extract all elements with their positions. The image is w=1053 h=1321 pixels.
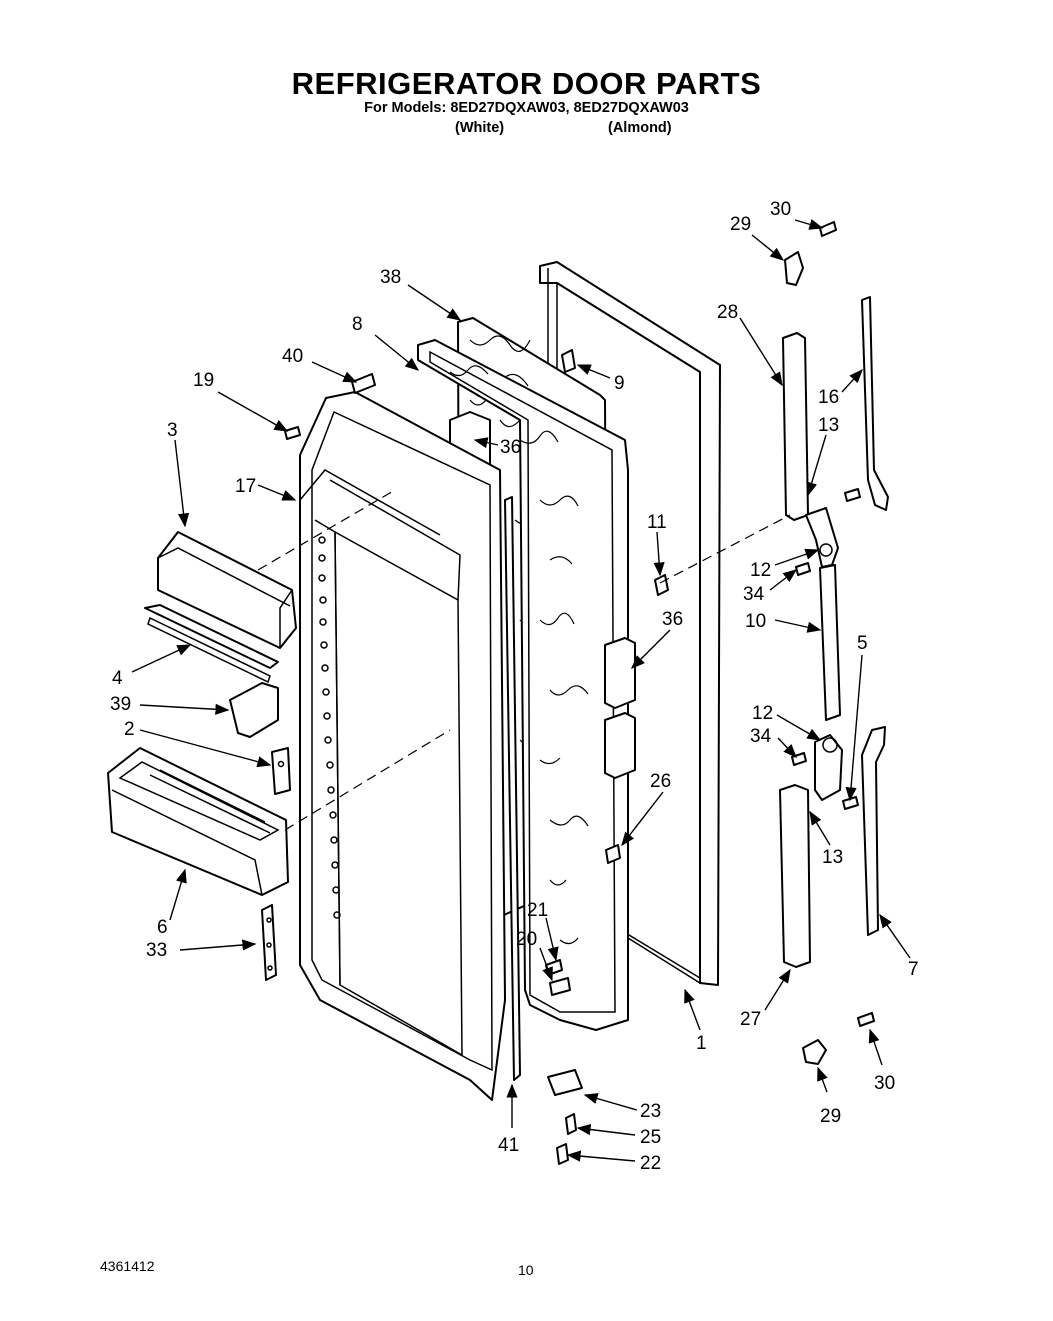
page-number: 10	[518, 1262, 534, 1278]
callout-34-bottom: 34	[750, 726, 772, 747]
bin-bracket	[271, 747, 291, 795]
callout-29-top: 29	[730, 214, 751, 235]
callout-26: 26	[650, 771, 671, 792]
callout-11: 11	[647, 512, 667, 533]
callout-34-top: 34	[743, 584, 765, 605]
callout-10: 10	[745, 611, 766, 632]
shelf-trim	[144, 604, 279, 684]
leader-lines	[131, 219, 911, 1162]
hinge-pin-channel	[819, 564, 841, 721]
callout-12-bottom: 12	[752, 703, 773, 724]
model-subtitle: For Models: 8ED27DQXAW03, 8ED27DQXAW03	[364, 100, 689, 116]
upper-hinge-channel	[782, 332, 809, 521]
callout-20: 20	[516, 929, 537, 950]
callout-25: 25	[640, 1127, 661, 1148]
callout-30-bottom: 30	[874, 1073, 895, 1094]
callout-36-top: 36	[500, 437, 521, 458]
lower-trim-strip	[861, 726, 886, 936]
callout-29-bottom: 29	[820, 1106, 841, 1127]
callout-labels: 30 29 38 28 8 9 40 16 19 13 36 3 17 11 1…	[110, 199, 919, 1174]
spacer-blocks	[449, 411, 636, 779]
callout-38: 38	[380, 267, 401, 288]
color-label-white: (White)	[455, 120, 505, 136]
hinge-caps	[784, 251, 827, 1065]
upper-trim-strip	[861, 296, 889, 511]
callout-8: 8	[352, 314, 363, 335]
lower-bracket	[261, 904, 277, 981]
color-label-almond: (Almond)	[608, 120, 672, 136]
door-bin	[107, 747, 289, 896]
callout-4: 4	[112, 668, 123, 689]
callout-17: 17	[235, 476, 256, 497]
small-parts-lower	[351, 373, 669, 1165]
callout-40: 40	[282, 346, 303, 367]
callout-1: 1	[696, 1033, 707, 1054]
callout-39: 39	[110, 694, 131, 715]
callout-9: 9	[614, 373, 625, 394]
upper-hinge-bracket	[805, 507, 839, 568]
alignment-lines	[257, 489, 791, 831]
callout-23: 23	[640, 1101, 661, 1122]
callout-22: 22	[640, 1153, 661, 1174]
gasket-strip	[504, 496, 521, 1081]
callout-13-top: 13	[818, 415, 839, 436]
inner-door-liner	[299, 391, 506, 1101]
callout-13-bottom: 13	[822, 847, 843, 868]
callout-2: 2	[124, 719, 135, 740]
shelf-clip	[229, 682, 279, 738]
callout-28: 28	[717, 302, 738, 323]
callout-19: 19	[193, 370, 214, 391]
door-shelf-rail	[157, 531, 297, 649]
callout-7: 7	[908, 959, 919, 980]
shelf-holes	[318, 536, 341, 919]
callout-5: 5	[857, 633, 868, 654]
lower-hinge-channel	[779, 784, 811, 968]
lower-hinge-bracket	[814, 734, 843, 801]
callout-16: 16	[818, 387, 839, 408]
callout-36-side: 36	[662, 609, 683, 630]
doc-number: 4361412	[100, 1258, 155, 1274]
callout-3: 3	[167, 420, 178, 441]
callout-12-top: 12	[750, 560, 771, 581]
callout-33: 33	[146, 940, 167, 961]
page-title: REFRIGERATOR DOOR PARTS	[291, 66, 762, 101]
callout-30-top: 30	[770, 199, 791, 220]
callout-27: 27	[740, 1009, 761, 1030]
callout-6: 6	[157, 917, 168, 938]
callout-41: 41	[498, 1135, 519, 1156]
callout-21: 21	[527, 900, 548, 921]
door-liner-frame	[417, 339, 629, 1031]
